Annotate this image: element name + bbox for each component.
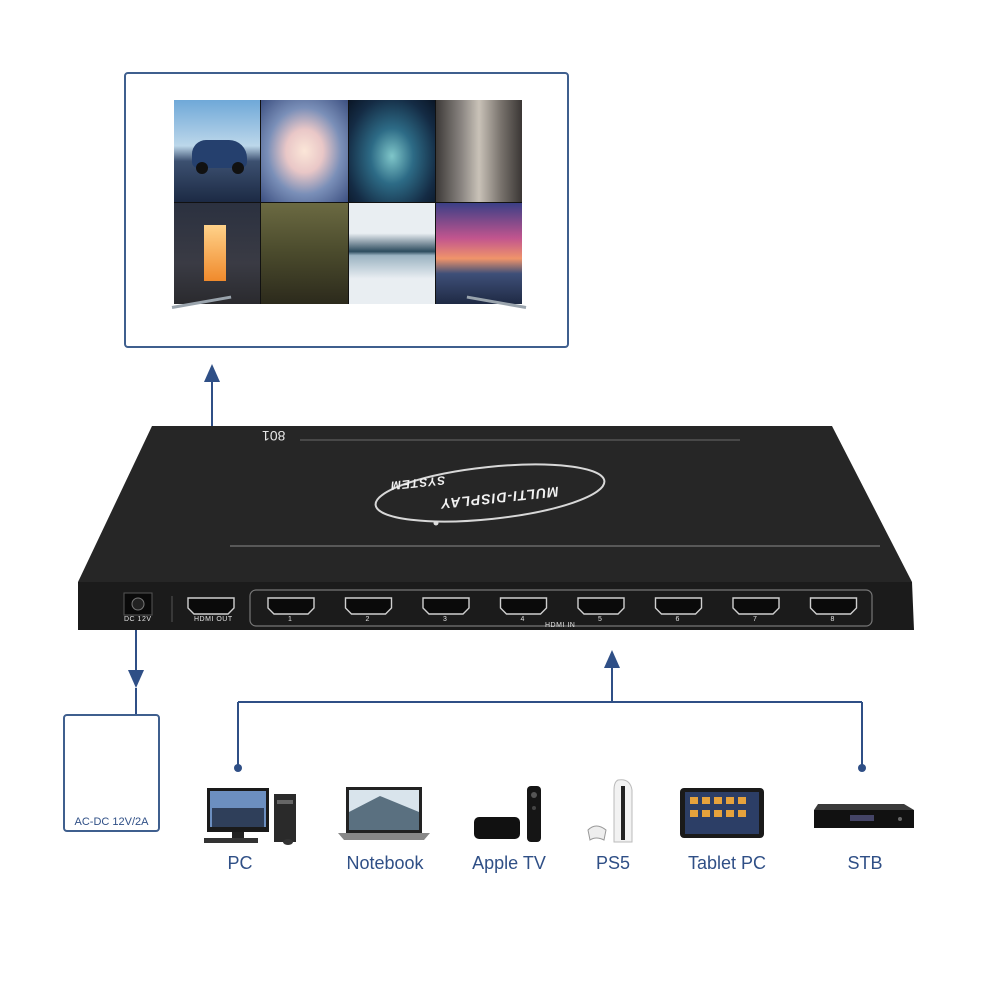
hdmi-in-port-4 (499, 597, 548, 615)
hdmi-in-port-6 (654, 597, 703, 615)
apple-tv-icon (474, 786, 541, 842)
hdmi-in-number-4: 4 (520, 616, 525, 623)
tv-screen (174, 100, 522, 304)
ps5-icon (587, 779, 633, 843)
hdmi-in-port-8 (809, 597, 858, 615)
screen-tile-creature (348, 100, 435, 202)
source-label-pc: PC (227, 853, 253, 873)
pc-icon (204, 788, 296, 845)
source-label-stb: STB (847, 853, 883, 873)
hdmi-in-ports (267, 597, 858, 615)
hdmi-in-port-7 (732, 597, 780, 615)
dc-label: DC 12V (124, 616, 152, 623)
hdmi-out-label: HDMI OUT (194, 616, 233, 623)
hdmi-out-port (187, 597, 235, 615)
hdmi-in-port-1 (267, 597, 315, 615)
sources-bus (234, 650, 866, 772)
tablet-icon (680, 788, 764, 838)
model-number: 801 (262, 428, 286, 444)
dc-power-arrow (128, 630, 144, 714)
hdmi-in-label: HDMI IN (545, 622, 576, 629)
adapter-label: AC-DC 12V/2A (74, 816, 149, 828)
stb-icon (814, 804, 914, 828)
screen-tile-mall (435, 100, 522, 202)
hdmi-in-number-1: 1 (288, 616, 293, 623)
hdmi-in-number-6: 6 (675, 616, 680, 623)
device-top-surface (78, 426, 912, 582)
screen-tile-sunset (435, 202, 522, 304)
notebook-icon (338, 787, 430, 840)
hdmi-in-port-3 (422, 597, 470, 615)
device-front-panel (78, 582, 914, 630)
logo-swoosh (374, 463, 606, 523)
hdmi-in-number-2: 2 (365, 616, 370, 623)
hdmi-in-port-5 (577, 597, 625, 615)
hdmi-in-port-2 (344, 597, 393, 615)
screen-tile-island (261, 100, 348, 202)
source-label-ps5: PS5 (595, 853, 631, 873)
screen-tile-mountains (348, 202, 435, 304)
screen-tile-soldier (261, 202, 348, 304)
hdmi-in-number-8: 8 (830, 616, 835, 623)
source-label-tablet-pc: Tablet PC (687, 853, 767, 873)
power-adapter-frame (63, 714, 160, 832)
source-label-apple-tv: Apple TV (472, 853, 546, 873)
hdmi-in-group (249, 589, 873, 627)
screen-tile-car (174, 100, 261, 202)
hdmi-in-number-7: 7 (753, 616, 758, 623)
source-label-notebook: Notebook (346, 853, 424, 873)
screen-tile-doorway (174, 202, 261, 304)
hdmi-in-number-5: 5 (598, 616, 603, 623)
hdmi-in-number-3: 3 (443, 616, 448, 623)
